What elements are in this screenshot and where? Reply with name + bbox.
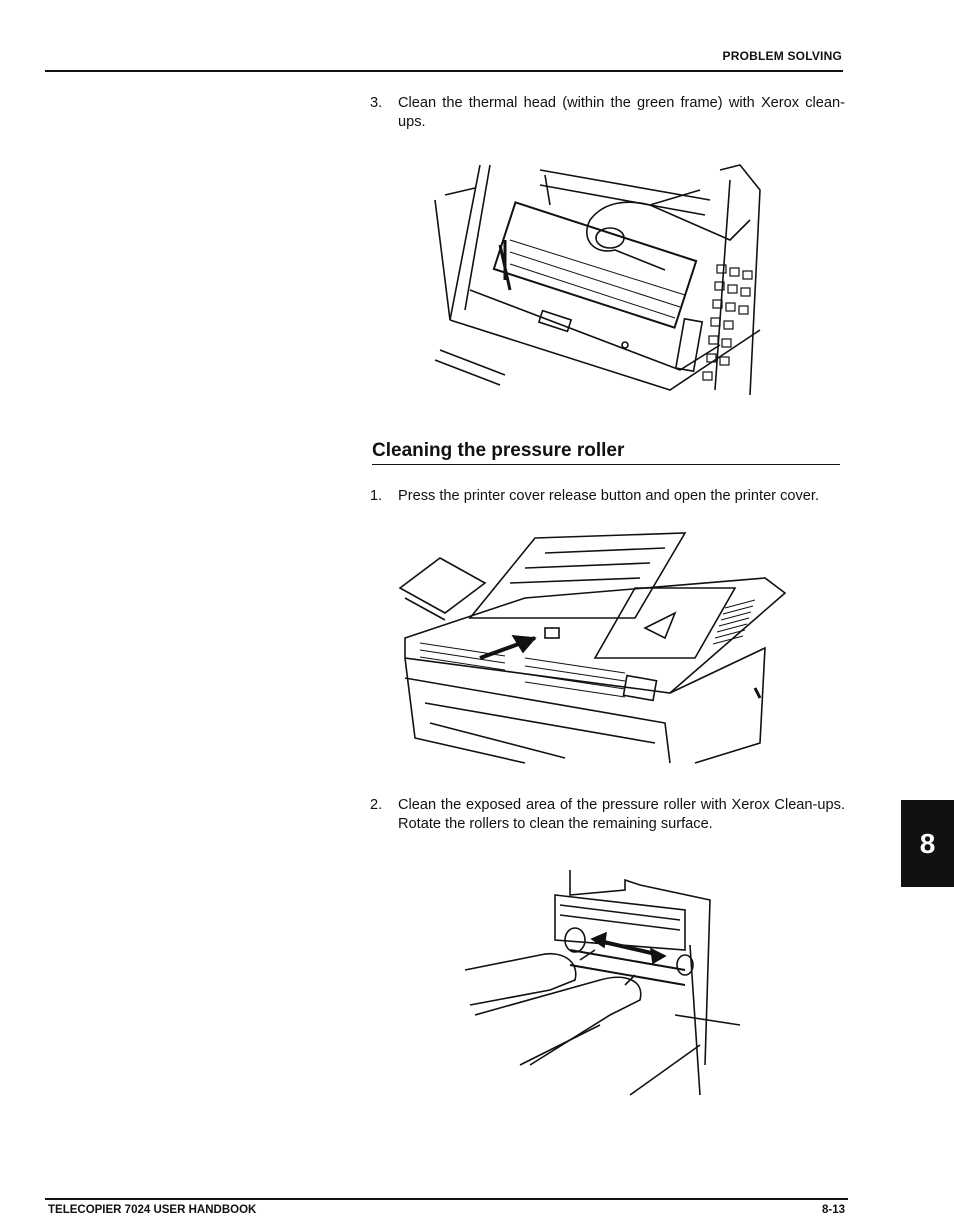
step-text: Clean the thermal head (within the green… xyxy=(398,95,845,130)
footer-handbook-title: TELECOPIER 7024 USER HANDBOOK xyxy=(48,1204,257,1216)
step-3: 3. Clean the thermal head (within the gr… xyxy=(370,94,845,134)
step-number: 1. xyxy=(370,488,383,504)
step-text: Clean the exposed area of the pressure r… xyxy=(398,797,845,832)
pressure-roller-illustration xyxy=(460,865,750,1100)
header-rule xyxy=(45,70,843,72)
header-section-label: PROBLEM SOLVING xyxy=(722,49,842,63)
footer-page-number: 8-13 xyxy=(821,1204,845,1216)
step-number: 2. xyxy=(370,797,383,813)
step-text: Press the printer cover release button a… xyxy=(398,488,820,504)
section-title: Cleaning the pressure roller xyxy=(372,440,625,461)
chapter-tab: 8 xyxy=(901,800,954,887)
step-2: 2. Clean the exposed area of the pressur… xyxy=(370,796,845,836)
step-number: 3. xyxy=(370,95,383,111)
step-1: 1. Press the printer cover release butto… xyxy=(370,487,845,527)
thermal-head-illustration xyxy=(430,160,765,400)
footer-rule xyxy=(45,1198,848,1200)
section-rule xyxy=(372,464,840,465)
printer-cover-illustration xyxy=(395,528,795,768)
